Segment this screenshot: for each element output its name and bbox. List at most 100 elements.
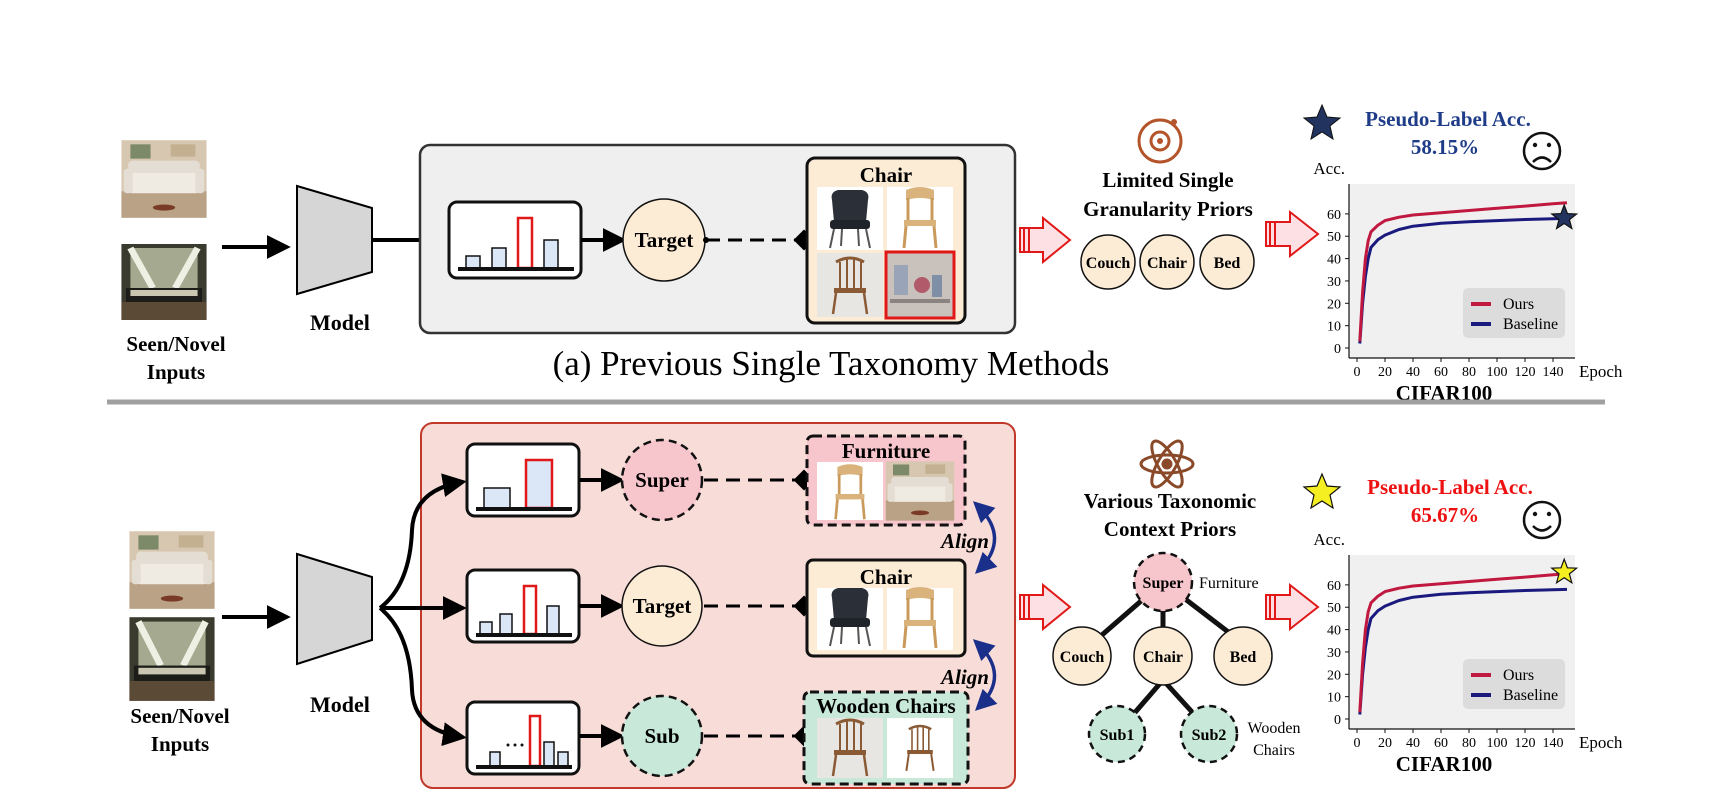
x-tick-label: 80 xyxy=(1462,736,1476,751)
y-axis-label: Acc. xyxy=(1313,530,1345,549)
x-tick-label: 120 xyxy=(1515,365,1536,380)
input-image-bed xyxy=(121,244,206,320)
model-label-b: Model xyxy=(310,692,370,717)
x-tick-label: 80 xyxy=(1462,365,1476,380)
sample-image-3 xyxy=(817,253,883,317)
legend-label-baseline: Baseline xyxy=(1503,687,1558,704)
pink-arrow-a1 xyxy=(1019,215,1072,265)
y-tick-label: 10 xyxy=(1327,320,1341,335)
align-arrow-bottom xyxy=(972,639,998,711)
section-a: Seen/Novel Inputs Model Target Chair xyxy=(121,103,1623,405)
star-icon-yellow xyxy=(1302,472,1342,510)
star-icon-dark xyxy=(1302,103,1342,141)
align-label-bottom: Align xyxy=(939,665,989,689)
happy-face-icon xyxy=(1522,500,1562,540)
legend-label-ours: Ours xyxy=(1503,296,1534,313)
x-tick-label: 40 xyxy=(1406,365,1420,380)
wooden-image-2 xyxy=(887,718,953,778)
y-tick-label: 50 xyxy=(1327,601,1341,616)
y-tick-label: 0 xyxy=(1334,713,1341,728)
y-tick-label: 40 xyxy=(1327,253,1341,268)
target-node-label: Target xyxy=(635,228,694,252)
acc-value-b: 65.67% xyxy=(1411,503,1479,527)
target-node-b-label: Target xyxy=(633,594,692,618)
tree-leaf-sub2: Sub2 xyxy=(1192,727,1227,744)
histogram-target xyxy=(465,568,581,644)
wooden-image-1 xyxy=(817,718,883,778)
star-marker xyxy=(1550,203,1579,230)
prior-node-bed: Bed xyxy=(1214,255,1241,272)
chair-image-wood xyxy=(887,588,953,650)
input-image-couch-b xyxy=(129,531,215,609)
histogram-box xyxy=(447,200,583,280)
x-tick-label: 0 xyxy=(1354,736,1361,751)
model-trapezoid xyxy=(296,184,373,296)
class-box-wooden-title: Wooden Chairs xyxy=(816,694,955,718)
sub-node-label: Sub xyxy=(644,724,679,748)
super-node-label: Super xyxy=(635,468,689,492)
series-line-ours xyxy=(1358,572,1568,713)
tree-root-label: Super xyxy=(1143,575,1184,592)
tree-leaf-sub1: Sub1 xyxy=(1100,727,1135,744)
inputs-label-line1: Seen/Novel xyxy=(126,332,225,356)
x-axis-label: Epoch xyxy=(1579,362,1623,381)
inputs-label-line2: Inputs xyxy=(147,360,205,384)
tree-node-chair: Chair xyxy=(1143,649,1183,666)
y-tick-label: 20 xyxy=(1327,668,1341,683)
class-box-title: Chair xyxy=(860,163,913,187)
inputs-label-b-line2: Inputs xyxy=(151,732,209,756)
furniture-image-couch xyxy=(885,461,955,521)
prior-icon-single xyxy=(1137,118,1183,164)
x-tick-label: 40 xyxy=(1406,736,1420,751)
x-tick-label: 20 xyxy=(1378,365,1392,380)
y-tick-label: 40 xyxy=(1327,624,1341,639)
model-trapezoid-b xyxy=(296,552,373,666)
legend-label-ours: Ours xyxy=(1503,667,1534,684)
class-box-chair-b-title: Chair xyxy=(860,565,913,589)
star-marker xyxy=(1550,557,1579,585)
branch-arrows xyxy=(378,473,467,747)
atom-icon xyxy=(1139,439,1195,489)
y-tick-label: 30 xyxy=(1327,646,1341,661)
histogram-sub xyxy=(465,700,581,776)
x-tick-label: 20 xyxy=(1378,736,1392,751)
x-tick-label: 60 xyxy=(1434,736,1448,751)
y-tick-label: 20 xyxy=(1327,297,1341,312)
pink-arrow-b2 xyxy=(1265,582,1320,632)
tree-node-bed: Bed xyxy=(1230,649,1257,666)
caption-a: (a) Previous Single Taxonomy Methods xyxy=(553,344,1110,383)
series-line-baseline xyxy=(1358,587,1568,715)
align-label-top: Align xyxy=(939,529,989,553)
acc-value-a: 58.15% xyxy=(1411,135,1479,159)
series-line-baseline xyxy=(1358,216,1568,344)
prior-title-line2: Granularity Priors xyxy=(1083,197,1253,221)
target-node-b xyxy=(621,565,703,647)
super-node xyxy=(620,438,704,522)
prior-nodes: Couch Chair Bed xyxy=(1080,234,1255,290)
x-tick-label: 140 xyxy=(1543,736,1564,751)
tree-leaf-caption-1: Wooden xyxy=(1248,720,1301,737)
x-tick-label: 140 xyxy=(1543,365,1564,380)
y-tick-label: 50 xyxy=(1327,230,1341,245)
y-tick-label: 30 xyxy=(1327,275,1341,290)
chart-title: CIFAR100 xyxy=(1396,752,1492,776)
prior-node-chair: Chair xyxy=(1147,255,1187,272)
input-image-couch xyxy=(121,140,207,218)
chart-b: 0 10 20 30 40 50 60 0 20 40 60 80 100 120 140 Acc. Epoch… xyxy=(1313,530,1623,776)
y-tick-label: 10 xyxy=(1327,691,1341,706)
y-tick-label: 0 xyxy=(1334,342,1341,357)
acc-title-a: Pseudo-Label Acc. xyxy=(1365,107,1531,131)
x-axis-label: Epoch xyxy=(1579,733,1623,752)
pink-arrow-b1 xyxy=(1019,582,1072,632)
section-b: Seen/Novel Inputs Model Super Furniture xyxy=(129,422,1623,789)
x-tick-label: 120 xyxy=(1515,736,1536,751)
prior-node-couch: Couch xyxy=(1086,255,1131,272)
inputs-label-b-line1: Seen/Novel xyxy=(130,704,229,728)
y-tick-label: 60 xyxy=(1327,579,1341,594)
x-tick-label: 100 xyxy=(1487,736,1508,751)
pink-arrow-a2 xyxy=(1265,209,1320,259)
prior-title-b-line1: Various Taxonomic xyxy=(1084,489,1257,513)
histogram-super xyxy=(465,442,581,518)
